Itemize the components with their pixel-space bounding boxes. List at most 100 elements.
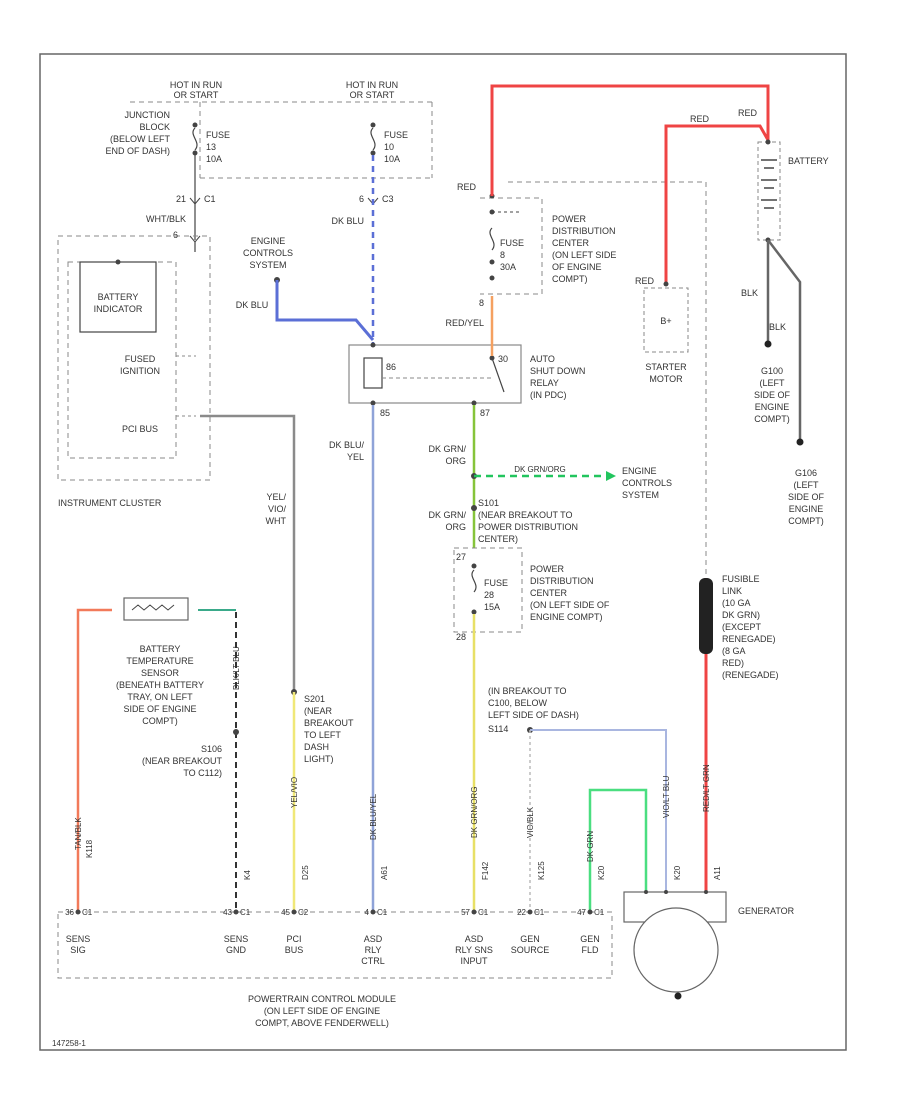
bts-label-2: TEMPERATURE (126, 656, 193, 666)
wire-blk-g106 (767, 239, 802, 440)
pci-bus-label: PCI BUS (122, 424, 158, 434)
pdc-label-3: CENTER (552, 238, 590, 248)
pcm-pin-connector: C1 (534, 908, 545, 917)
fuse-right-label-3: 10A (384, 154, 400, 164)
pcm-pin-label: SENS (66, 934, 91, 944)
wire-dk-blu-solid (275, 280, 375, 341)
asd-label-2: SHUT DOWN (530, 366, 585, 376)
cluster-pin-6: 6 (173, 230, 178, 240)
wire-color-tag: DK BLU/YEL (369, 793, 378, 840)
junction-block-label-4: END OF DASH) (105, 146, 170, 156)
starter-motor: RED B+ STARTER MOTOR (635, 276, 689, 384)
circuit-id-tag: K4 (243, 870, 252, 880)
dk-grn-org-label-1a: DK GRN/ (428, 444, 466, 454)
c1-connector-symbol (189, 197, 201, 205)
wire-color-tag: VIO/LT BLU (662, 775, 671, 818)
circuit-id-tag: A11 (713, 866, 722, 880)
g100-label-1: G100 (761, 366, 783, 376)
pcm-pin-number: 57 (461, 908, 470, 917)
pdc-mid-pin-27: 27 (456, 552, 466, 562)
g106-label-5: COMPT) (788, 516, 824, 526)
yel-vio-wht-label-2: VIO/ (268, 504, 287, 514)
dk-blu-yel-label-1: DK BLU/ (329, 440, 365, 450)
starter-label-2: MOTOR (649, 374, 683, 384)
fuse-left-label-2: 13 (206, 142, 216, 152)
wire-color-tag: BLK/LT BLU (232, 646, 241, 690)
ground-g106 (796, 438, 804, 446)
figure-id: 147258-1 (52, 1039, 86, 1048)
pcm-pin-connector: C1 (594, 908, 605, 917)
battery: RED RED BATTERY BLK BLK (664, 108, 829, 446)
circuit-id-tag: F142 (481, 861, 490, 880)
fusible-label-3: (10 GA (722, 598, 751, 608)
dk-grn-org-label-1b: ORG (445, 456, 466, 466)
pcm-pin-terminal (471, 909, 477, 915)
s101-label-4: CENTER) (478, 534, 518, 544)
pcm-label-3: COMPT, ABOVE FENDERWELL) (255, 1018, 389, 1028)
g106-label-1: G106 (795, 468, 817, 478)
dk-grn-org-label-2a: DK GRN/ (428, 510, 466, 520)
battery-indicator-label-2: INDICATOR (94, 304, 143, 314)
wire-color-tag: YEL/VIO (290, 777, 299, 808)
bts-label-7: COMPT) (142, 716, 178, 726)
bts-label-4: (BENEATH BATTERY (116, 680, 204, 690)
pcm-pin-label: RLY (365, 945, 382, 955)
pcm-pin-number: 47 (577, 908, 586, 917)
junction-block-label-3: (BELOW LEFT (110, 134, 171, 144)
fuse-right-terminal-bottom (370, 150, 376, 156)
ecs-right-label-2: CONTROLS (622, 478, 672, 488)
battery-red-label-2: RED (738, 108, 758, 118)
red-yel-label: RED/YEL (445, 318, 484, 328)
pdc-fuse-label-1: FUSE (500, 238, 524, 248)
pcm-pin-label: INPUT (461, 956, 489, 966)
pcm-pin-number: 43 (223, 908, 232, 917)
fuse-right-terminal-top (370, 122, 376, 128)
s101-label-3: POWER DISTRIBUTION (478, 522, 578, 532)
pdc-mid-label-3: CENTER (530, 588, 568, 598)
g100-label-3: SIDE OF (754, 390, 791, 400)
yel-vio-wht-label-1: YEL/ (266, 492, 286, 502)
pcm-pin-terminal (370, 909, 376, 915)
s201-label-6: LIGHT) (304, 754, 334, 764)
pdc-label-4: (ON LEFT SIDE (552, 250, 616, 260)
pdc-fuse-symbol (489, 227, 495, 251)
bts-label-5: TRAY, ON LEFT (127, 692, 193, 702)
pcm-pin-number: 22 (517, 908, 526, 917)
ecs-right-label-1: ENGINE (622, 466, 657, 476)
pcm-pin-label: GEN (580, 934, 600, 944)
pdc-pin-8: 8 (479, 298, 484, 308)
instrument-cluster-label: INSTRUMENT CLUSTER (58, 498, 162, 508)
fuse-block-top: HOT IN RUN OR START HOT IN RUN OR START … (105, 80, 433, 179)
asd-pin-30: 30 (498, 354, 508, 364)
pcm-outline (57, 911, 613, 979)
powertrain-control-module (57, 911, 613, 979)
fuse-28-label-1: FUSE (484, 578, 508, 588)
pcm-pin-terminal (75, 909, 81, 915)
wire-red-battery-starter (664, 124, 770, 282)
wire-color-tag: TAN/BLK (74, 817, 83, 850)
pcm-label-2: (ON LEFT SIDE OF ENGINE (264, 1006, 380, 1016)
pcm-pin-number: 4 (365, 908, 370, 917)
circuit-id-tag: K125 (537, 861, 546, 880)
fuse-28-label-3: 15A (484, 602, 500, 612)
c3-pin-number: 6 (359, 194, 364, 204)
battery-blk-label-2: BLK (769, 322, 786, 332)
circuit-id-tag: K20 (597, 865, 606, 880)
fusible-link (699, 578, 713, 654)
pcm-pin-connector: C1 (82, 908, 93, 917)
pcm-pin-terminal (291, 909, 297, 915)
fusible-label-1: FUSIBLE (722, 574, 760, 584)
pdc-label-5: OF ENGINE (552, 262, 602, 272)
pcm-pin-label: GND (226, 945, 247, 955)
fuse-right-symbol (370, 127, 376, 151)
s101-label-1: S101 (478, 498, 499, 508)
starter-box (643, 287, 689, 353)
s106-label-2: (NEAR BREAKOUT (142, 756, 223, 766)
fused-ignition-label-2: IGNITION (120, 366, 160, 376)
pcm-pin-label: FLD (581, 945, 599, 955)
battery-label: BATTERY (788, 156, 829, 166)
pcm-label-1: POWERTRAIN CONTROL MODULE (248, 994, 396, 1004)
